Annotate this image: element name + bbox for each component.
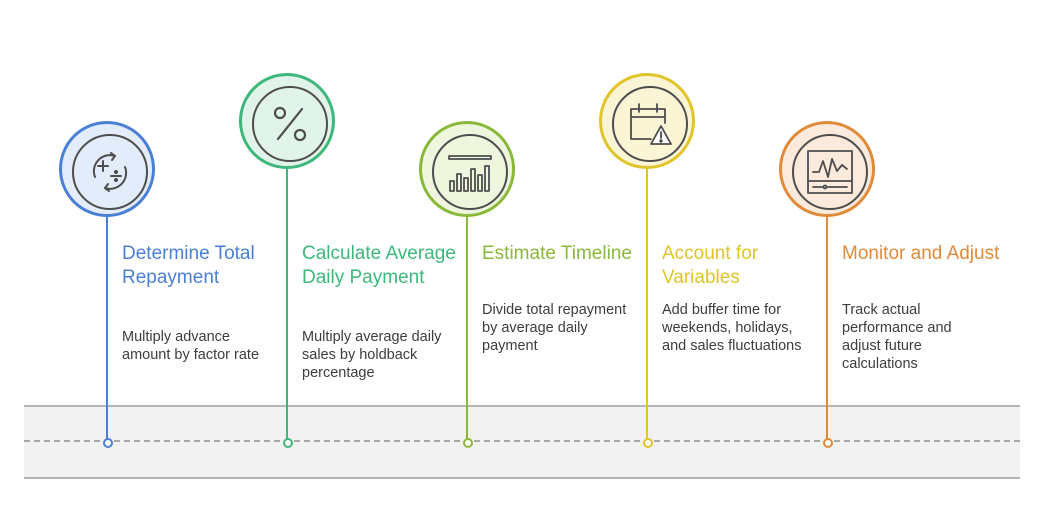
road-band [24,406,1020,478]
plus-divide-cycle-icon [92,152,128,192]
step-stem [106,216,108,440]
step-title: Estimate Timeline [482,243,632,264]
step-description: Track actual performance and adjust futu… [842,302,952,372]
step-stem [826,216,828,440]
step-stem [646,168,648,440]
step-node [643,438,653,448]
road-edge-top [24,405,1020,407]
step-ring [239,73,335,169]
step-node [463,438,473,448]
road-center-line [24,440,1020,442]
step-node [283,438,293,448]
step-stem [466,216,468,440]
step-ring-inner [612,86,688,162]
step-title: Determine Total Repayment [122,243,255,288]
step-ring [779,121,875,217]
step-ring-inner [792,134,868,210]
step-description: Multiply average daily sales by holdback… [302,329,442,381]
step-title: Calculate Average Daily Payment [302,243,456,288]
step-ring-inner [252,86,328,162]
step-description: Add buffer time for weekends, holidays, … [662,302,802,354]
step-ring-inner [432,134,508,210]
road-edge-bottom [24,477,1020,479]
step-title: Account for Variables [662,243,759,288]
step-ring [419,121,515,217]
step-ring [59,121,155,217]
bar-chart-icon [448,155,492,192]
step-description: Divide total repayment by average daily … [482,302,627,354]
monitor-graph-icon [807,150,853,194]
step-ring-inner [72,134,148,210]
step-title: Monitor and Adjust [842,243,1000,264]
percent-icon [273,106,307,142]
step-ring [599,73,695,169]
step-node [103,438,113,448]
step-stem [286,168,288,440]
step-node [823,438,833,448]
step-description: Multiply advance amount by factor rate [122,329,260,363]
calendar-warning-icon [630,103,672,145]
